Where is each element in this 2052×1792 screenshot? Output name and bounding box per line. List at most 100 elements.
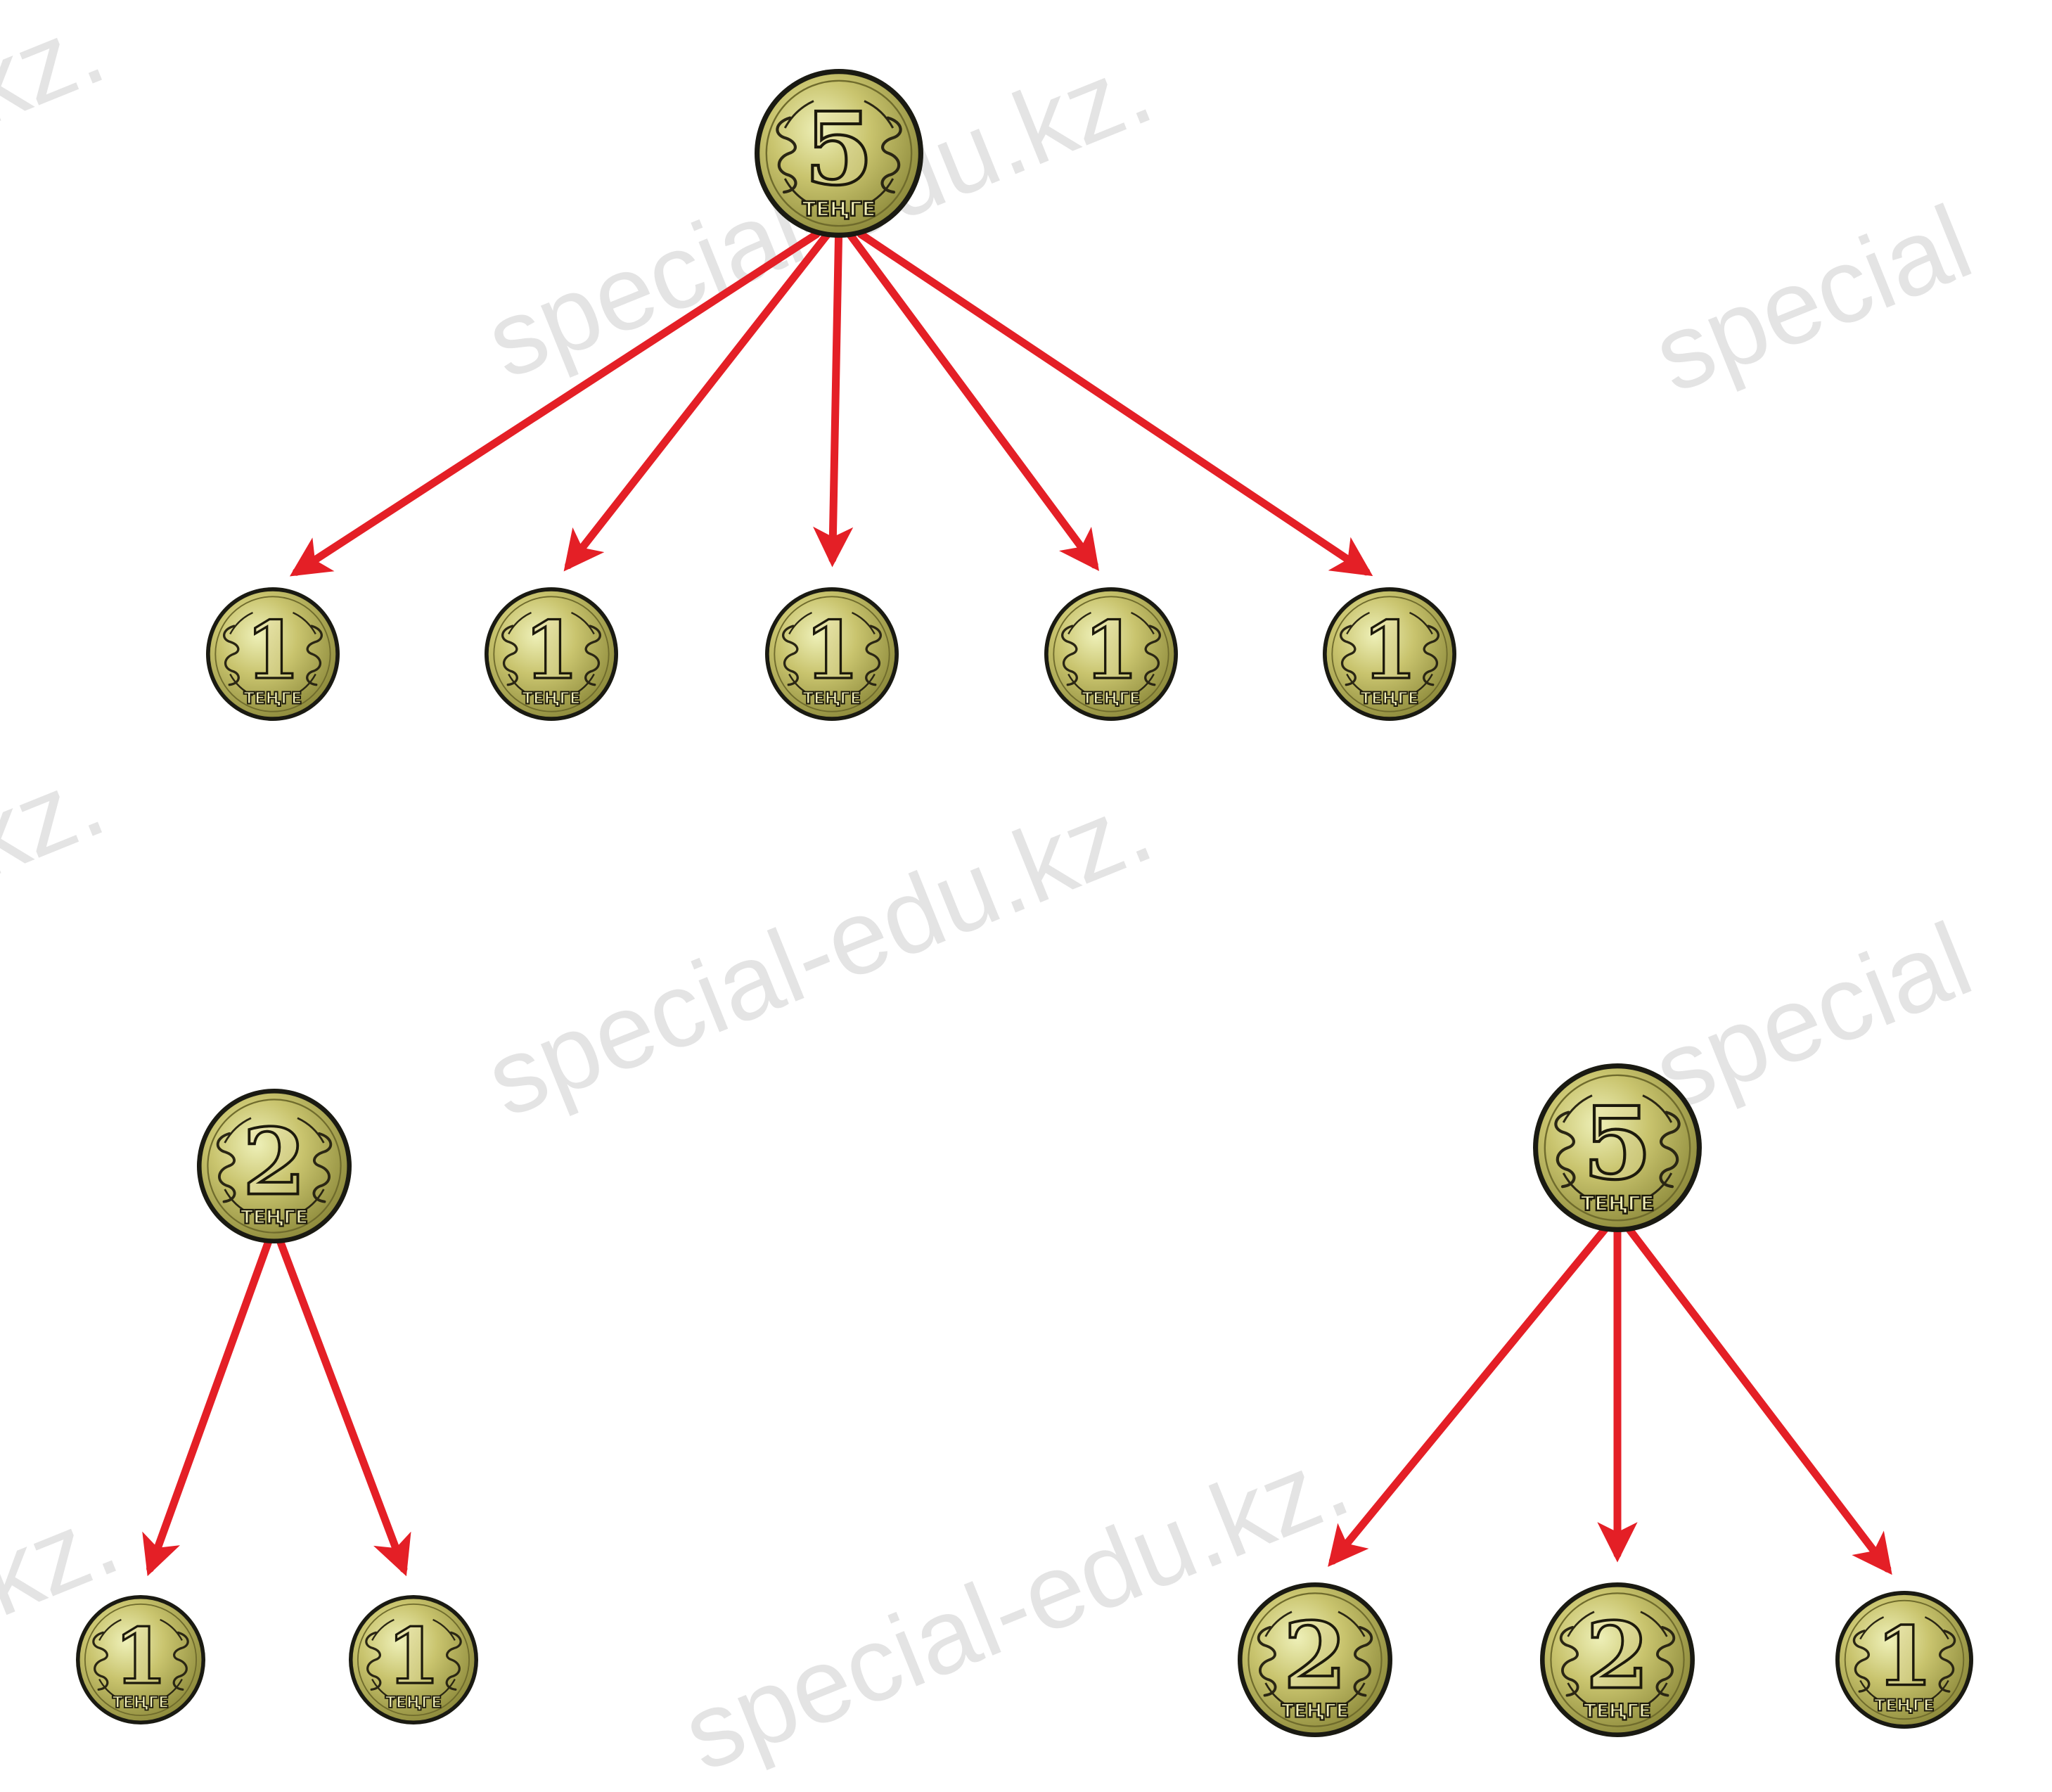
- coin-inner-ring: [1248, 1592, 1383, 1727]
- coin-ornament: [432, 1618, 456, 1701]
- coin-ornament: [293, 612, 316, 696]
- coin-denomination-word: ТЕҢГЕ: [1874, 1696, 1935, 1715]
- coin-denomination-word: ТЕҢГЕ: [113, 1694, 169, 1712]
- coin-denomination-word: ТЕҢГЕ: [385, 1694, 442, 1712]
- coin-denomination-word: ТЕҢГЕ: [243, 689, 302, 708]
- split-arrow: [142, 1236, 273, 1577]
- coin-face: [210, 591, 336, 717]
- coin-ornament: [1567, 1611, 1595, 1709]
- split-arrow: [857, 230, 1373, 577]
- coin-ornament: [1924, 1616, 1949, 1703]
- coin-ornament: [1338, 1611, 1366, 1709]
- coin-ornament: [1640, 1611, 1668, 1709]
- coin-inner-ring: [1331, 596, 1448, 712]
- coin-denomination-word: ТЕҢГЕ: [1584, 1700, 1651, 1722]
- coin-ornament: [501, 625, 518, 686]
- coin-value: 1: [245, 605, 300, 697]
- split-arrow: [845, 230, 1100, 572]
- coin-ornament: [782, 625, 799, 686]
- coin-inner-ring: [1544, 1074, 1691, 1222]
- coin-ornament: [306, 625, 323, 686]
- coin-ornament: [1655, 1625, 1676, 1697]
- coin-face: [79, 1599, 202, 1721]
- coin-face: [1326, 591, 1453, 717]
- coin-face: [488, 591, 615, 717]
- coin-denomination-word: ТЕҢГЕ: [522, 689, 580, 708]
- coin-denomination-word: ТЕҢГЕ: [802, 197, 876, 221]
- coin-inner-ring: [1844, 1599, 1965, 1720]
- coin-ornament: [1642, 1094, 1673, 1201]
- watermark-text: special: [1638, 900, 1987, 1132]
- coin-ornament: [1067, 612, 1091, 696]
- coin-ornament: [1340, 625, 1357, 686]
- coin-ornament: [1257, 1625, 1277, 1697]
- coin-ornament: [1852, 1630, 1871, 1693]
- coin-ornament: [1423, 625, 1439, 686]
- watermark-layer: special-edu.kz.special-edu.kz.specialspe…: [0, 0, 1987, 1792]
- coin-ornament: [1859, 1616, 1885, 1703]
- coin-value: 2: [243, 1108, 306, 1216]
- coin-face: [1242, 1587, 1388, 1733]
- coin-value: 1: [524, 605, 579, 697]
- split-arrow: [289, 230, 821, 577]
- coin-ornament: [1264, 1611, 1293, 1709]
- coin-ornament: [783, 100, 814, 207]
- coin-denomination-word: ТЕҢГЕ: [1360, 689, 1418, 708]
- coin-ornament: [92, 1631, 109, 1691]
- coin-ornament: [98, 1618, 122, 1701]
- coin-face: [201, 1093, 347, 1239]
- coin-value: 1: [114, 1611, 167, 1701]
- coin-face: [1538, 1068, 1697, 1227]
- coin-ornament: [216, 1132, 236, 1203]
- coin-face: [1048, 591, 1174, 717]
- coin-ornament: [1144, 625, 1161, 686]
- coin-ornament: [445, 1631, 462, 1691]
- coin-value: 5: [804, 91, 874, 207]
- coin-ornament: [172, 1631, 189, 1691]
- coin-inner-ring: [493, 596, 610, 712]
- watermark-text: kz.: [0, 740, 120, 900]
- coin-value: 1: [804, 605, 859, 697]
- coin-denomination-word: ТЕҢГЕ: [241, 1206, 308, 1228]
- coin-value: 1: [1876, 1608, 1932, 1704]
- coin-ornament: [1409, 612, 1433, 696]
- coin-ornament: [160, 1618, 183, 1701]
- coin-denomination-word: ТЕҢГЕ: [802, 689, 861, 708]
- coin-value: 5: [1583, 1085, 1653, 1202]
- coin-ornament: [571, 612, 595, 696]
- coin-ornament: [1659, 1111, 1681, 1189]
- coin-ornament: [1353, 1625, 1373, 1697]
- coin-inner-ring: [765, 79, 913, 227]
- coin-value: 1: [1084, 605, 1139, 697]
- coin-inner-ring: [214, 596, 331, 712]
- coin-face: [759, 74, 918, 233]
- coin-ornament: [788, 612, 812, 696]
- coin-value: 1: [1362, 605, 1417, 697]
- coin-inner-ring: [357, 1603, 470, 1717]
- watermark-text: kz.: [0, 0, 120, 148]
- coin-denomination-word: ТЕҢГЕ: [1082, 689, 1140, 708]
- coin-ornament: [1938, 1630, 1956, 1693]
- coin-inner-ring: [774, 596, 890, 712]
- coin-layer: 5ТЕҢГЕ1ТЕҢГЕ1ТЕҢГЕ1ТЕҢГЕ1ТЕҢГЕ1ТЕҢГЕ2ТЕҢ…: [76, 69, 1973, 1737]
- coin-ornament: [297, 1117, 325, 1215]
- coin-ornament: [371, 1618, 395, 1701]
- coin-face: [352, 1599, 475, 1721]
- coin-ornament: [852, 612, 876, 696]
- coin-value: 2: [1586, 1602, 1649, 1710]
- coin-ornament: [1562, 1094, 1593, 1201]
- coin-ornament: [864, 100, 894, 207]
- coin-ornament: [508, 612, 532, 696]
- coin-ornament: [1346, 612, 1370, 696]
- coin-inner-ring: [207, 1099, 342, 1234]
